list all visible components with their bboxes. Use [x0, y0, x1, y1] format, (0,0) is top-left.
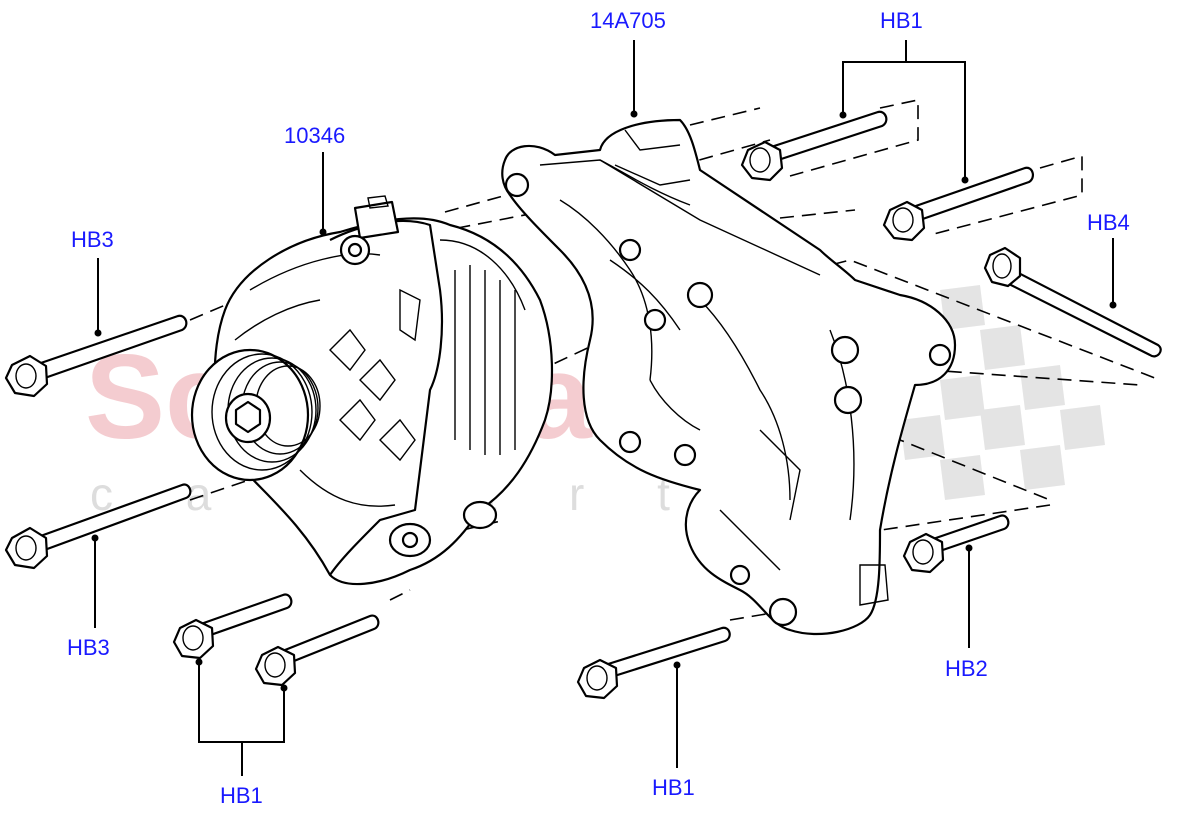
label-10346: 10346 — [284, 123, 345, 148]
part-labels: 14A705 10346 HB1 HB3 HB4 HB3 HB2 HB1 HB1 — [67, 8, 1130, 808]
leader-lines — [91, 40, 1117, 776]
bolt-hb1-bottom-left-b — [254, 614, 380, 687]
mounting-bracket-14A705 — [501, 118, 957, 636]
label-hb2: HB2 — [945, 656, 988, 681]
label-hb1-bottom-left: HB1 — [220, 783, 263, 808]
label-hb1-bottom-mid: HB1 — [652, 775, 695, 800]
bolt-hb3-bottom — [4, 483, 192, 570]
bolt-hb3-top — [4, 314, 188, 398]
bolt-hb1-top-a — [740, 110, 888, 182]
bolt-hb4 — [983, 246, 1162, 358]
label-hb3-bottom: HB3 — [67, 635, 110, 660]
bolt-hb2 — [902, 514, 1010, 574]
label-hb3-top: HB3 — [71, 227, 114, 252]
label-hb4: HB4 — [1087, 210, 1130, 235]
label-hb1-top: HB1 — [880, 8, 923, 33]
alternator-10346 — [190, 195, 554, 586]
bolt-hb1-bottom-left-a — [172, 593, 293, 660]
bolt-hb1-top-b — [882, 166, 1035, 242]
bolt-hb1-bottom-mid — [576, 626, 731, 700]
label-14A705: 14A705 — [590, 8, 666, 33]
